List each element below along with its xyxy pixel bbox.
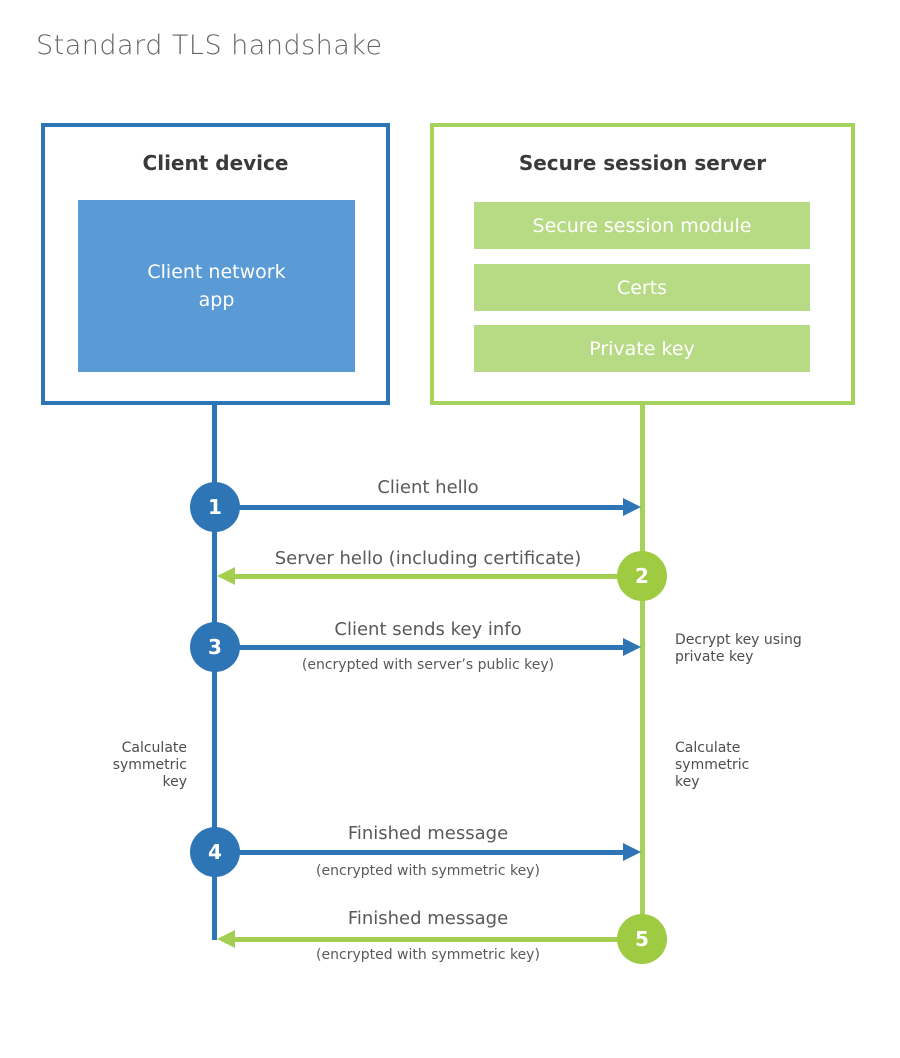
server-module-certs: Certs bbox=[474, 264, 810, 311]
client-network-app-box: Client network app bbox=[78, 200, 355, 372]
step-badge: 2 bbox=[617, 551, 667, 601]
message-label: Client hello bbox=[377, 477, 479, 498]
annotation-calculate-symmetric-key-right: Calculate symmetric key bbox=[675, 740, 750, 790]
message-arrow bbox=[217, 645, 623, 650]
arrow-right-icon bbox=[623, 843, 641, 861]
message-label: Finished message bbox=[347, 908, 509, 929]
step-badge: 3 bbox=[190, 622, 240, 672]
message-label: Finished message bbox=[347, 823, 509, 844]
annotation-calculate-symmetric-key-left: Calculate symmetric key bbox=[112, 740, 187, 790]
message-sublabel: (encrypted with server’s public key) bbox=[301, 657, 555, 673]
step-badge: 5 bbox=[617, 914, 667, 964]
server-module-private-key: Private key bbox=[474, 325, 810, 372]
client-device-title: Client device bbox=[142, 151, 289, 175]
message-arrow bbox=[217, 505, 623, 510]
arrow-right-icon bbox=[623, 498, 641, 516]
message-arrow bbox=[217, 850, 623, 855]
step-badge: 4 bbox=[190, 827, 240, 877]
message-sublabel: (encrypted with symmetric key) bbox=[316, 947, 540, 963]
page-title: Standard TLS handshake bbox=[36, 30, 383, 61]
arrow-left-icon bbox=[217, 930, 235, 948]
message-label: Server hello (including certificate) bbox=[274, 548, 582, 569]
message-label: Client sends key info bbox=[334, 619, 522, 640]
message-arrow bbox=[235, 937, 640, 942]
annotation-decrypt-key: Decrypt key using private key bbox=[675, 632, 802, 665]
arrow-right-icon bbox=[623, 638, 641, 656]
server-lifeline bbox=[640, 403, 645, 964]
step-badge: 1 bbox=[190, 482, 240, 532]
message-arrow bbox=[235, 574, 640, 579]
server-module-secure-session: Secure session module bbox=[474, 202, 810, 249]
message-sublabel: (encrypted with symmetric key) bbox=[316, 863, 540, 879]
arrow-left-icon bbox=[217, 567, 235, 585]
secure-session-server-title: Secure session server bbox=[518, 151, 767, 175]
